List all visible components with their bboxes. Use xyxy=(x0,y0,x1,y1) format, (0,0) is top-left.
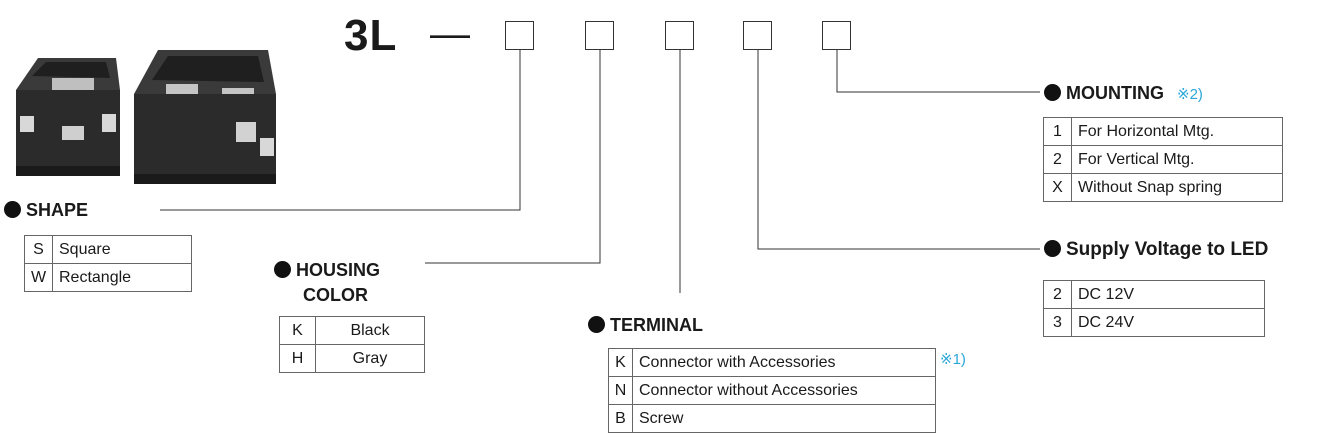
product-photo xyxy=(6,40,288,190)
shape-heading: SHAPE xyxy=(4,199,88,221)
option-code: N xyxy=(609,377,633,405)
option-label: DC 12V xyxy=(1072,281,1265,309)
terminal-table: K Connector with Accessories N Connector… xyxy=(608,348,936,433)
table-row: H Gray xyxy=(280,345,425,373)
rectangle-unit-illustration xyxy=(134,50,276,184)
mounting-heading: MOUNTING ※2) xyxy=(1044,82,1203,106)
mounting-note: ※2) xyxy=(1177,86,1203,103)
voltage-connector-line xyxy=(758,50,1040,249)
housing-color-title-line2: COLOR xyxy=(303,284,368,306)
supply-voltage-heading: Supply Voltage to LED xyxy=(1044,239,1268,261)
option-code: 1 xyxy=(1044,118,1072,146)
table-row: K Connector with Accessories xyxy=(609,349,936,377)
slot-supply-voltage xyxy=(743,21,772,50)
option-code: K xyxy=(609,349,633,377)
option-code: 2 xyxy=(1044,281,1072,309)
square-unit-illustration xyxy=(16,58,120,176)
model-dash: — xyxy=(430,14,470,54)
bullet-icon xyxy=(274,261,291,278)
shape-title: SHAPE xyxy=(26,200,88,220)
mounting-table: 1 For Horizontal Mtg. 2 For Vertical Mtg… xyxy=(1043,117,1283,202)
bullet-icon xyxy=(1044,240,1061,257)
slot-terminal xyxy=(665,21,694,50)
option-code: H xyxy=(280,345,316,373)
table-row: B Screw xyxy=(609,405,936,433)
slot-housing-color xyxy=(585,21,614,50)
bullet-icon xyxy=(588,316,605,333)
model-prefix: 3L xyxy=(344,14,397,58)
option-label: For Horizontal Mtg. xyxy=(1072,118,1283,146)
option-code: B xyxy=(609,405,633,433)
table-row: 2 For Vertical Mtg. xyxy=(1044,146,1283,174)
supply-voltage-table: 2 DC 12V 3 DC 24V xyxy=(1043,280,1265,337)
option-label: Connector without Accessories xyxy=(633,377,936,405)
housing-color-table: K Black H Gray xyxy=(279,316,425,373)
table-row: 3 DC 24V xyxy=(1044,309,1265,337)
option-label: For Vertical Mtg. xyxy=(1072,146,1283,174)
table-row: 1 For Horizontal Mtg. xyxy=(1044,118,1283,146)
terminal-note: ※1) xyxy=(940,350,966,368)
housing-connector-line xyxy=(425,50,600,263)
shape-table: S Square W Rectangle xyxy=(24,235,192,292)
option-label: DC 24V xyxy=(1072,309,1265,337)
table-row: 2 DC 12V xyxy=(1044,281,1265,309)
mounting-title: MOUNTING xyxy=(1066,83,1164,103)
option-label: Gray xyxy=(316,345,425,373)
mounting-connector-line xyxy=(837,50,1040,92)
slot-shape xyxy=(505,21,534,50)
bullet-icon xyxy=(1044,84,1061,101)
bullet-icon xyxy=(4,201,21,218)
table-row: W Rectangle xyxy=(25,264,192,292)
supply-voltage-title: Supply Voltage to LED xyxy=(1066,239,1268,260)
table-row: K Black xyxy=(280,317,425,345)
option-label: Screw xyxy=(633,405,936,433)
option-label: Square xyxy=(53,236,192,264)
option-code: S xyxy=(25,236,53,264)
housing-color-title-line1: HOUSING xyxy=(296,260,380,280)
option-code: 3 xyxy=(1044,309,1072,337)
terminal-title: TERMINAL xyxy=(610,315,703,335)
option-label: Rectangle xyxy=(53,264,192,292)
housing-color-heading: HOUSING xyxy=(274,259,380,281)
option-code: X xyxy=(1044,174,1072,202)
option-label: Without Snap spring xyxy=(1072,174,1283,202)
slot-mounting xyxy=(822,21,851,50)
option-code: K xyxy=(280,317,316,345)
table-row: S Square xyxy=(25,236,192,264)
table-row: X Without Snap spring xyxy=(1044,174,1283,202)
option-label: Connector with Accessories xyxy=(633,349,936,377)
option-code: W xyxy=(25,264,53,292)
table-row: N Connector without Accessories xyxy=(609,377,936,405)
terminal-heading: TERMINAL xyxy=(588,314,703,336)
option-code: 2 xyxy=(1044,146,1072,174)
option-label: Black xyxy=(316,317,425,345)
